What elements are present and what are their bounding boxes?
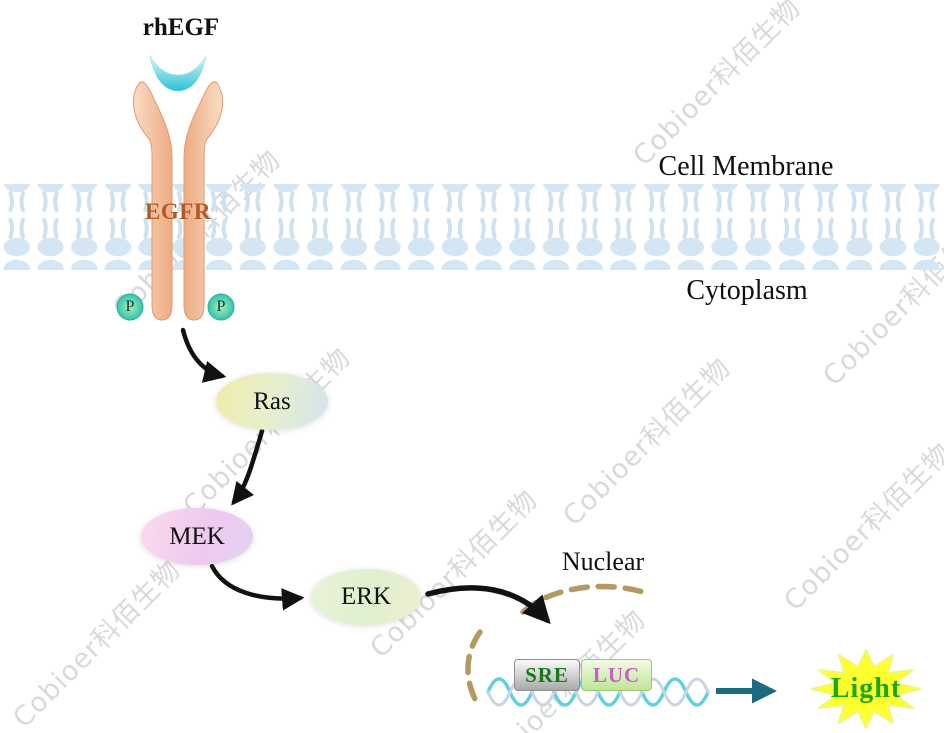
- nuclear-envelope-arc: [520, 583, 646, 615]
- node-ras-label: Ras: [253, 387, 291, 415]
- phosphate-icon: [116, 293, 144, 321]
- arrow-receptor-to-ras: [180, 327, 227, 383]
- node-erk-label: ERK: [341, 583, 391, 610]
- nuclear-label: Nuclear: [561, 547, 645, 576]
- node-mek-label: MEK: [169, 522, 225, 550]
- rhegf-label: rhEGF: [142, 14, 220, 41]
- phosphate-icon: [207, 293, 235, 321]
- phosphate-label: P: [216, 298, 226, 315]
- node-mek: MEK: [141, 508, 253, 565]
- phosphate-label: P: [125, 298, 135, 315]
- arrow-ras-to-mek: [231, 428, 265, 506]
- luc-box: LUC: [581, 659, 652, 691]
- sre-label: SRE: [525, 662, 569, 687]
- rhegf-ligand-icon: [149, 55, 207, 92]
- arrow-mek-to-erk: [209, 563, 305, 611]
- node-erk: ERK: [311, 569, 421, 625]
- cell-membrane-label: Cell Membrane: [658, 151, 834, 182]
- luc-label: LUC: [592, 662, 641, 687]
- egfr-receptor-left-chain: [132, 81, 173, 321]
- light-label: Light: [830, 673, 902, 704]
- sre-box: SRE: [514, 659, 580, 691]
- cytoplasm-label: Cytoplasm: [686, 275, 808, 306]
- node-ras: Ras: [216, 373, 328, 430]
- egfr-label: EGFR: [145, 199, 211, 224]
- nuclear-envelope-arc: [465, 629, 483, 702]
- light-burst-icon: [811, 649, 921, 729]
- arrow-erk-to-nucleus: [425, 585, 551, 625]
- lipid-bilayer: [0, 184, 944, 270]
- egfr-receptor-right-chain: [183, 81, 224, 321]
